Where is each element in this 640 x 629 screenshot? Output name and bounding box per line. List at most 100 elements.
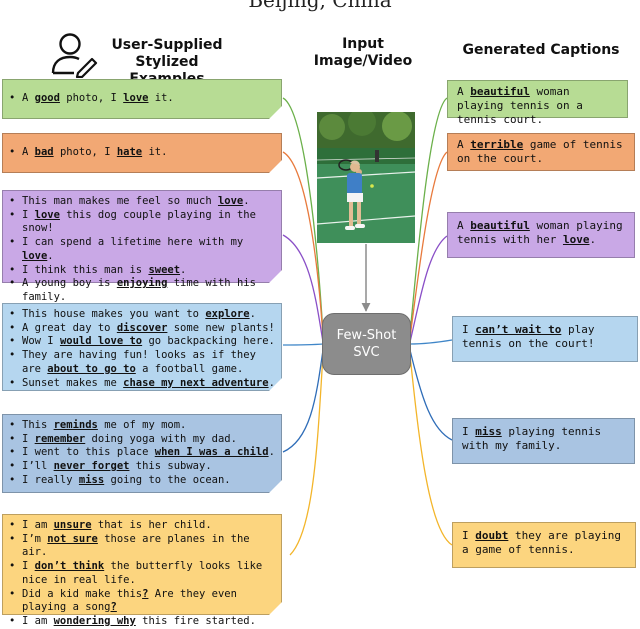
link-orange-in xyxy=(282,151,324,339)
text-fragment: some new plants! xyxy=(167,321,275,334)
text-fragment: woman playing tennis with her xyxy=(457,219,623,246)
caption-text: A terrible game of tennis on the court. xyxy=(457,138,623,165)
example-box-green: A good photo, I love it. xyxy=(2,79,282,119)
text-fragment: A xyxy=(457,138,471,151)
example-box-yellow: I am unsure that is her child.I’m not su… xyxy=(2,514,282,628)
example-sentence: They are having fun! looks as if they ar… xyxy=(9,349,275,376)
example-sentence: This man makes me feel so much love. xyxy=(9,195,275,209)
example-sentence: This house makes you want to explore. xyxy=(9,308,275,322)
example-sentence: I am unsure that is her child. xyxy=(9,519,275,533)
captions-header: Generated Captions xyxy=(462,42,620,58)
caption-orange: A terrible game of tennis on the court. xyxy=(447,133,635,171)
style-keyword: chase my next adventure xyxy=(123,376,269,389)
style-keyword: love xyxy=(562,233,590,246)
text-fragment: photo, I xyxy=(59,92,124,104)
link-slate-in xyxy=(282,349,324,453)
link-purple-out xyxy=(409,235,448,343)
text-fragment: doing yoga with my dad. xyxy=(85,432,237,445)
text-fragment: it. xyxy=(142,146,168,158)
text-fragment: it. xyxy=(148,92,174,104)
text-fragment: game of tennis on the court. xyxy=(457,138,623,165)
text-fragment: A xyxy=(22,92,35,104)
user-edit-icon xyxy=(51,33,98,78)
text-fragment: woman playing tennis on a tennis court. xyxy=(457,85,583,126)
text-fragment: I am xyxy=(22,614,54,627)
style-keyword: doubt xyxy=(475,529,509,542)
text-fragment: the butterfly looks like nice in real li… xyxy=(22,560,263,586)
style-keyword: love xyxy=(123,92,149,104)
style-keyword: ? xyxy=(142,587,149,600)
caption-blue: I can’t wait to play tennis on the court… xyxy=(452,316,638,362)
text-fragment: This xyxy=(22,419,54,431)
text-fragment: . xyxy=(249,308,256,320)
link-blue-out xyxy=(409,339,453,345)
text-fragment: A great day to xyxy=(22,321,117,334)
example-sentence: I am wondering why this fire started. xyxy=(9,615,275,629)
text-fragment: A xyxy=(457,85,471,98)
style-keyword: enjoying xyxy=(116,277,168,290)
example-box-purple: This man makes me feel so much love.I lo… xyxy=(2,190,282,303)
text-fragment: I xyxy=(462,529,476,542)
style-keyword: bad xyxy=(34,146,54,158)
caption-green: A beautiful woman playing tennis on a te… xyxy=(447,80,628,126)
style-keyword: can’t wait to xyxy=(475,323,562,336)
link-purple-in xyxy=(282,234,324,343)
text-fragment: going to the ocean. xyxy=(104,473,231,486)
style-keyword: unsure xyxy=(53,519,92,531)
example-sentence: I don’t think the butterfly looks like n… xyxy=(9,560,275,587)
caption-text: I can’t wait to play tennis on the court… xyxy=(462,323,594,350)
text-fragment: I really xyxy=(22,473,79,486)
text-fragment: . xyxy=(243,195,250,207)
example-sentence: I remember doing yoga with my dad. xyxy=(9,433,275,447)
style-keyword: miss xyxy=(78,473,105,486)
example-sentence: I can spend a lifetime here with my love… xyxy=(9,236,275,263)
style-keyword: miss xyxy=(475,425,502,438)
style-keyword: remember xyxy=(34,432,86,445)
style-keyword: good xyxy=(34,92,60,104)
text-fragment: A young boy is xyxy=(22,277,117,290)
style-keyword: love xyxy=(34,208,60,221)
example-sentence: Did a kid make this? Are they even playi… xyxy=(9,588,275,615)
example-box-orange: A bad photo, I hate it. xyxy=(2,133,282,173)
example-sentence: A bad photo, I hate it. xyxy=(9,146,275,160)
style-keyword: beautiful xyxy=(470,219,530,232)
style-keyword: explore xyxy=(205,308,250,320)
style-keyword: discover xyxy=(116,321,168,334)
text-fragment: those are planes in the air. xyxy=(22,532,250,559)
text-fragment: that is her child. xyxy=(91,519,212,531)
text-fragment: I xyxy=(462,323,476,336)
style-keyword: about to go to xyxy=(47,362,136,375)
style-keyword: love xyxy=(22,249,48,262)
style-keyword: reminds xyxy=(53,419,98,431)
link-slate-out xyxy=(409,349,453,441)
text-fragment: Wow I xyxy=(22,335,60,348)
text-fragment: I think this man is xyxy=(22,263,149,276)
text-fragment: go backpacking here. xyxy=(142,335,275,348)
text-fragment: playing tennis with my family. xyxy=(462,425,602,452)
example-sentence: This reminds me of my mom. xyxy=(9,419,275,433)
style-keyword: when I was a child xyxy=(154,446,269,459)
text-fragment: This man makes me feel so much xyxy=(22,195,218,207)
page-title-partial: Beijing, China xyxy=(248,0,392,12)
example-sentence: A good photo, I love it. xyxy=(9,92,275,106)
style-keyword: not sure xyxy=(47,532,98,545)
example-box-blue: This house makes you want to explore.A g… xyxy=(2,303,282,391)
example-sentence: I really miss going to the ocean. xyxy=(9,474,275,488)
caption-text: A beautiful woman playing tennis with he… xyxy=(457,219,623,246)
text-fragment: I am xyxy=(22,519,54,531)
style-keyword: never forget xyxy=(53,460,130,473)
link-yellow-out xyxy=(409,354,453,546)
text-fragment: a football game. xyxy=(135,362,244,375)
text-fragment: I xyxy=(22,432,35,445)
caption-text: A beautiful woman playing tennis on a te… xyxy=(457,85,583,126)
caption-purple: A beautiful woman playing tennis with he… xyxy=(447,212,635,258)
style-keyword: wondering why xyxy=(53,614,136,627)
style-keyword: love xyxy=(217,195,244,207)
text-fragment: I can spend a lifetime here with my xyxy=(22,236,244,249)
text-fragment: this dog couple playing in the snow! xyxy=(22,208,256,235)
text-fragment: they are playing a game of tennis. xyxy=(462,529,621,556)
example-sentence: Sunset makes me chase my next adventure. xyxy=(9,377,275,391)
style-keyword: terrible xyxy=(470,138,524,151)
